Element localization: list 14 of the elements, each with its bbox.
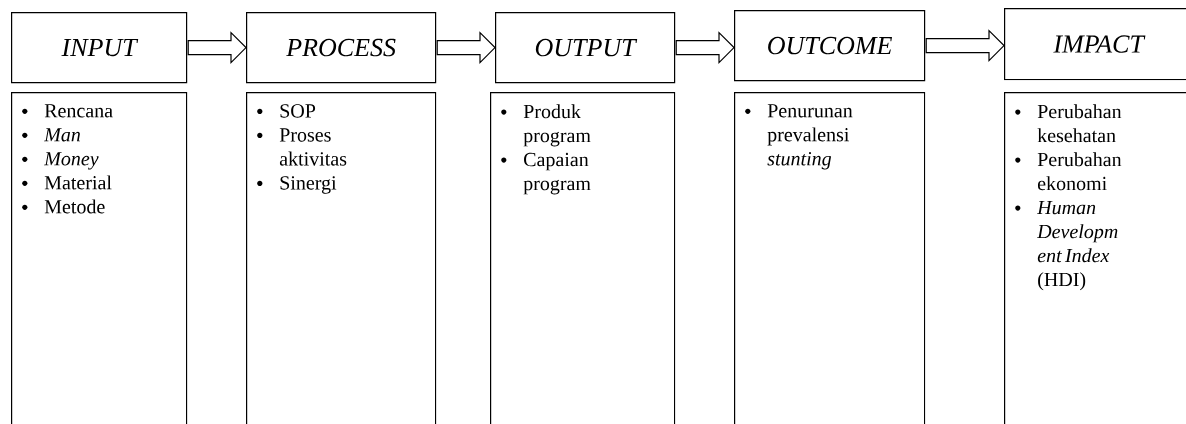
block-arrow [187, 31, 247, 65]
stage-box: OUTPUT [495, 12, 676, 84]
stage-box: PROCESS [246, 12, 437, 84]
list-box: Produk program Capaian program [490, 92, 676, 424]
list-box: Penurunan prevalensi stunting [734, 92, 926, 424]
block-arrow [436, 31, 496, 65]
stage-box: INPUT [11, 12, 188, 84]
stage-box: OUTCOME [734, 10, 926, 82]
block-arrow [675, 31, 735, 65]
list-box: Rencana Man Money Material Metode [11, 92, 188, 424]
stage-box: IMPACT [1004, 8, 1186, 81]
block-arrow [925, 29, 1005, 63]
list-box: Perubahan kesehatan Perubahan ekonomi Human Developm ent Index (HDI) [1004, 92, 1186, 424]
list-box: SOP Proses aktivitas Sinergi [246, 92, 437, 424]
